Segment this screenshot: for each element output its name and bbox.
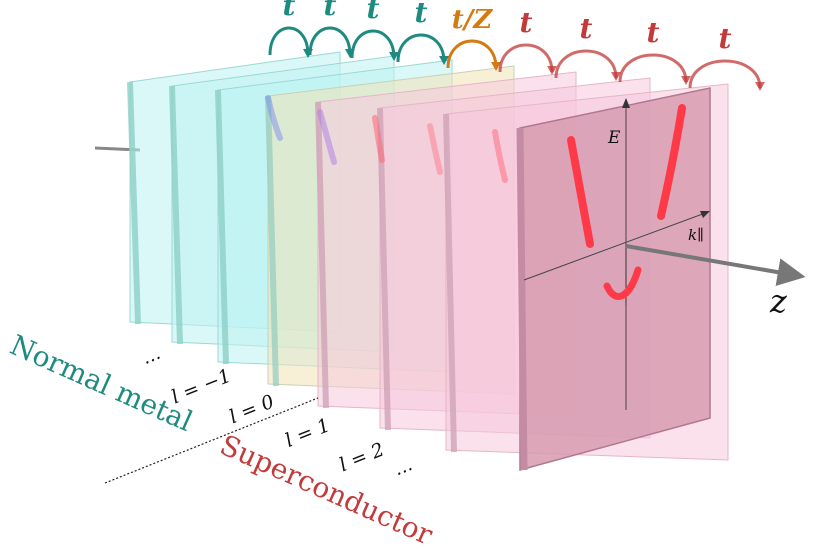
hop-arrowhead (547, 66, 557, 75)
layer-panel-edge (215, 89, 229, 365)
hop-arc (268, 26, 310, 56)
superconductor-label: Superconductor (215, 428, 438, 551)
hop-arrowhead (491, 62, 501, 71)
z-axis-arrow (625, 244, 806, 286)
front-layer-edge (516, 127, 528, 471)
hop-arc (498, 43, 554, 73)
layer-panel-edge (169, 85, 183, 345)
layer-panel-edge (443, 113, 457, 453)
hop-label: t (647, 16, 660, 49)
hop-arc (446, 39, 498, 69)
hop-label: t (719, 22, 732, 55)
hop-label: t (324, 0, 337, 22)
ghost-dispersion-curve (265, 95, 283, 141)
hop-arrowhead (611, 72, 621, 81)
hop-arrowhead (755, 82, 765, 91)
momentum-axis (523, 211, 709, 281)
hop-label: t (283, 0, 296, 22)
layer-panel-edge (265, 95, 279, 387)
front-panel-axes (523, 98, 710, 410)
hop-arc (396, 33, 446, 63)
dispersion-upper-right-curve (657, 104, 686, 220)
ghost-dispersion-curves (265, 95, 508, 183)
normal-metal-label: Normal metal (5, 328, 197, 438)
hop-arrowhead (439, 56, 449, 65)
hop-label: t (415, 0, 428, 29)
hop-label: t (367, 0, 380, 25)
hop-label: t/Z (452, 5, 494, 35)
layer-panel-edge (315, 101, 329, 409)
energy-axis-arrowhead (622, 98, 630, 108)
hop-arc (688, 59, 762, 89)
hop-label: t (520, 6, 533, 39)
ghost-dispersion-curve (492, 129, 508, 183)
momentum-axis-label: k∥ (688, 226, 704, 244)
hopping-arcs: t t t t t/Z t t t t (268, 0, 765, 91)
hop-arc (350, 29, 396, 59)
layer-index-1: l = 1 (282, 414, 333, 452)
layer-index-2: l = 2 (336, 439, 387, 477)
hop-label: t (580, 12, 593, 45)
momentum-axis-arrowhead (700, 211, 710, 218)
hop-arc (554, 49, 618, 79)
layer-panel-edge (127, 81, 141, 325)
layer-index-0: l = 0 (226, 391, 277, 429)
dispersion-lower-curve (603, 266, 642, 300)
energy-axis-label: E (607, 128, 621, 148)
hop-arc (308, 26, 352, 56)
ghost-dispersion-curve (317, 109, 337, 165)
z-axis-label: z (769, 282, 788, 320)
ghost-dispersion-curve (372, 115, 385, 163)
hop-arc (618, 53, 688, 83)
left-ellipsis: … (139, 343, 164, 369)
right-ellipsis: … (391, 454, 416, 480)
hop-arrowhead (389, 52, 399, 61)
dispersion-upper-left-curve (567, 136, 594, 248)
layer-stack (127, 51, 729, 471)
ghost-dispersion-curve (427, 123, 443, 175)
hop-arrowhead (681, 76, 691, 85)
